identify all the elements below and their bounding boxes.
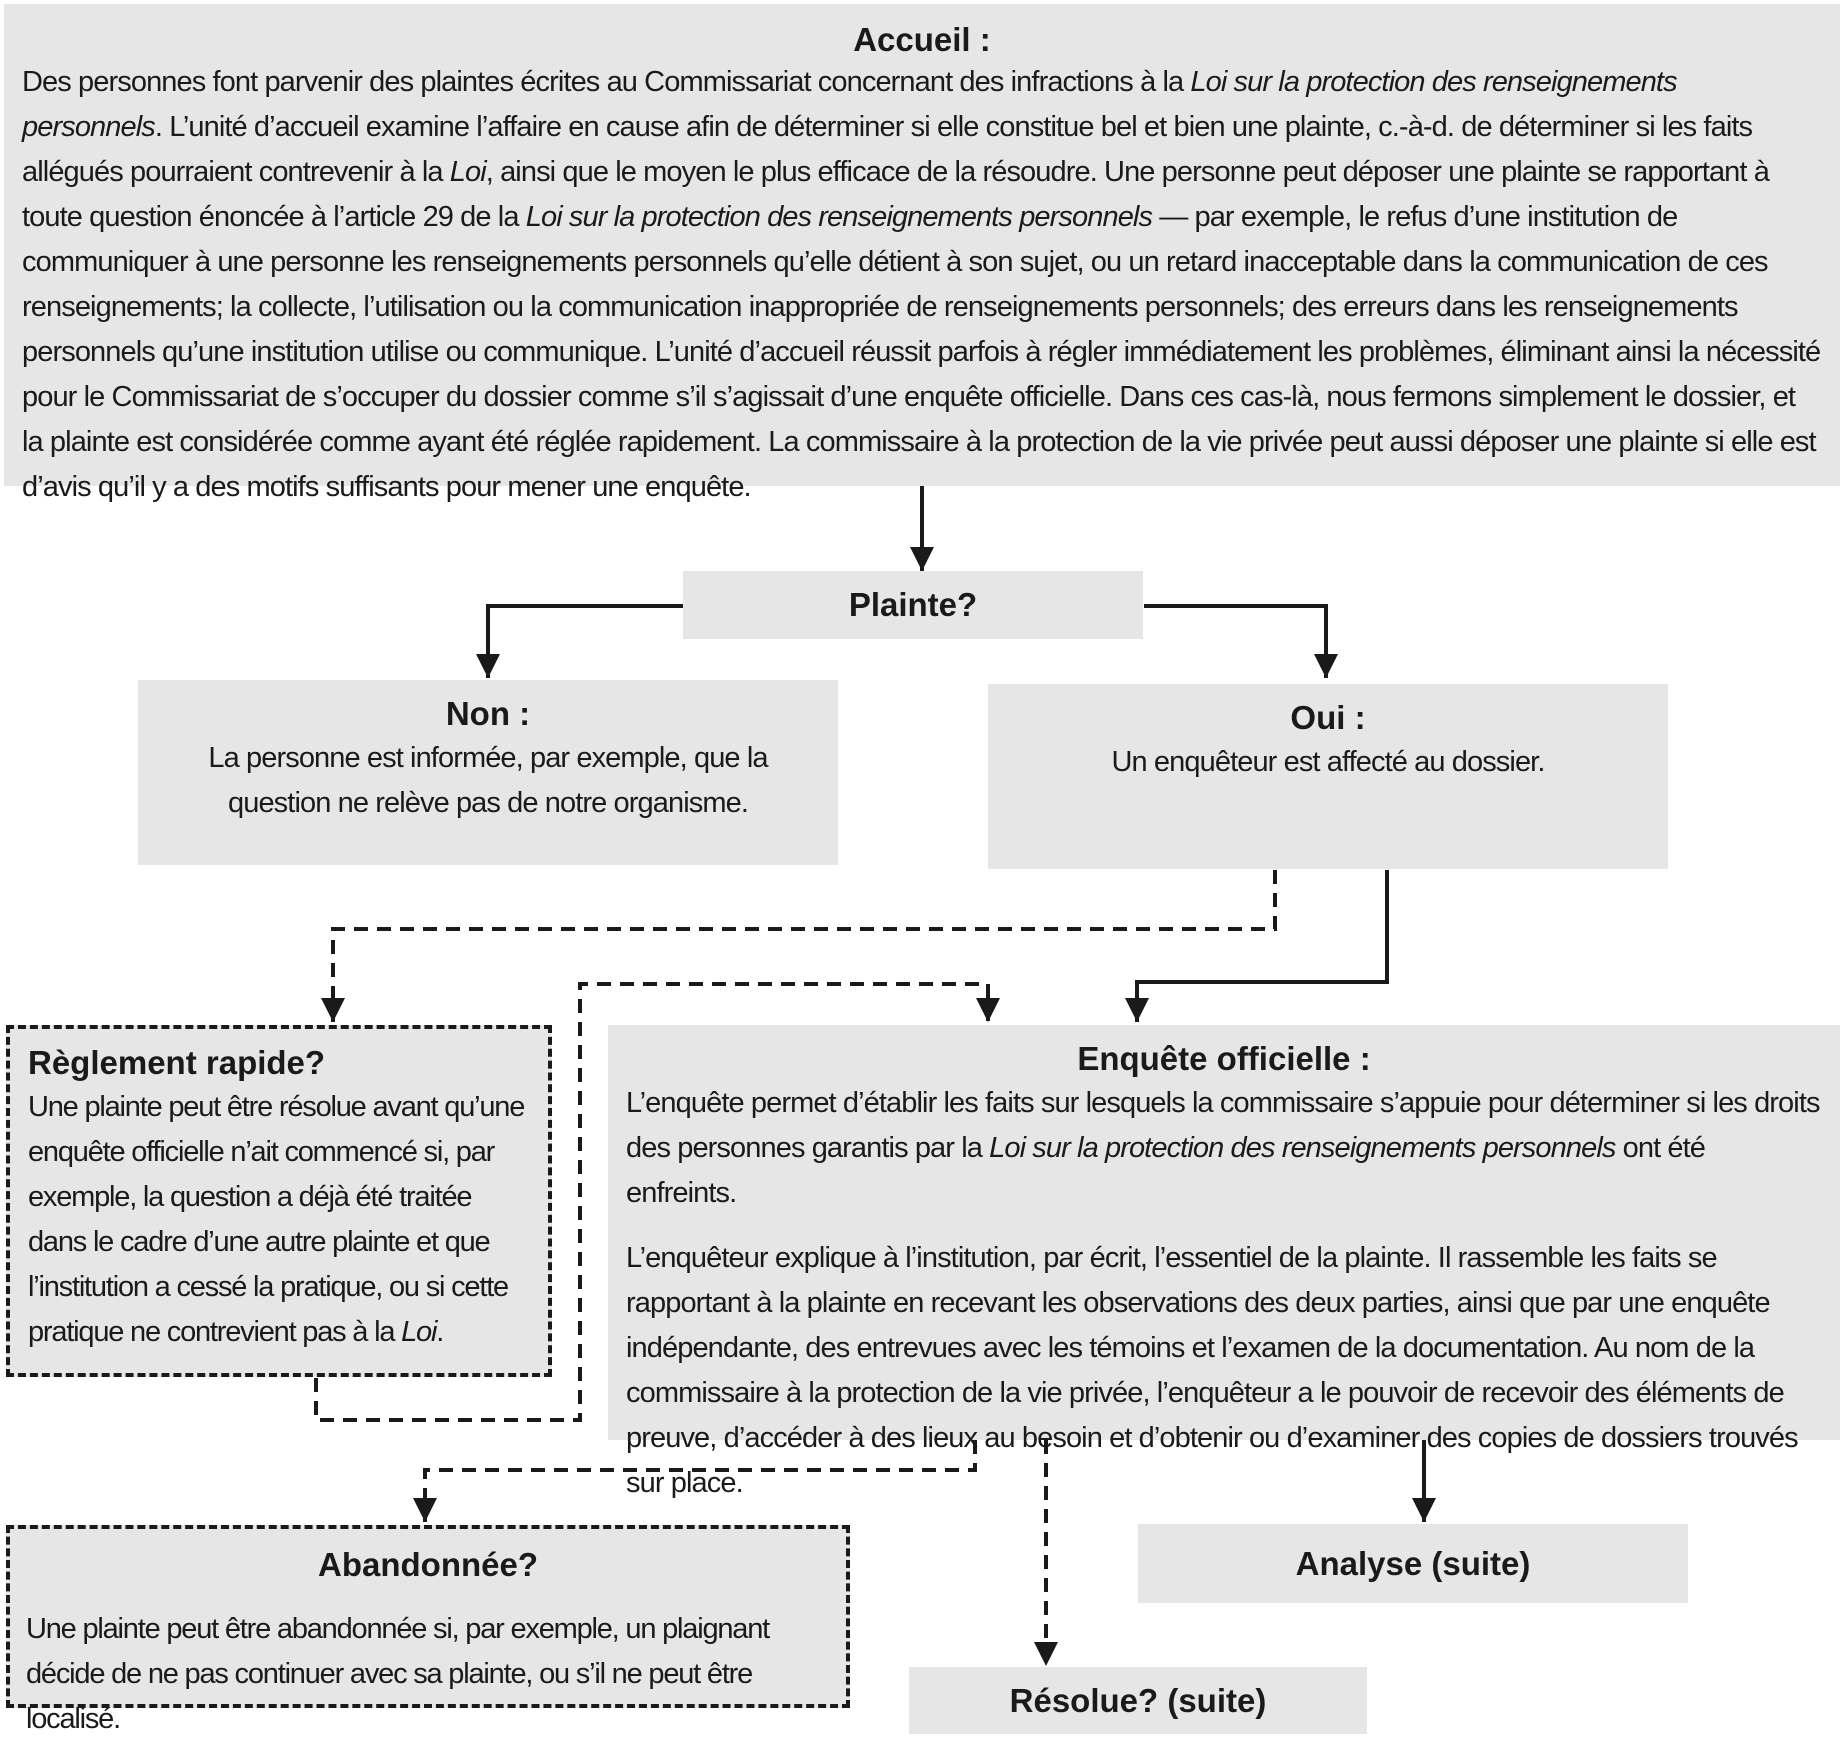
enquete-box: Enquête officielle : L’enquête permet d’… xyxy=(608,1025,1840,1499)
enquete-title: Enquête officielle : xyxy=(1077,1040,1371,1077)
oui-title: Oui : xyxy=(1290,699,1366,736)
non-title: Non : xyxy=(445,695,531,732)
abandonnee-box: Abandonnée? Une plainte peut être abando… xyxy=(6,1525,850,1735)
reglement-title: Règlement rapide? xyxy=(28,1044,326,1081)
enquete-text-1: L’enquête permet d’établir les faits sur… xyxy=(626,1087,1820,1209)
oui-box: Oui : Un enquêteur est affecté au dossie… xyxy=(988,684,1668,869)
non-text: La personne est informée, par exemple, q… xyxy=(208,742,768,819)
reglement-box: Règlement rapide? Une plainte peut être … xyxy=(6,1025,552,1377)
plainte-title: Plainte? xyxy=(848,586,978,623)
abandonnee-text: Une plainte peut être abandonnée si, par… xyxy=(26,1613,770,1735)
arrow-plainte-to-oui xyxy=(1144,604,1338,678)
accueil-title: Accueil : xyxy=(853,21,991,58)
dashed-arrow-oui-to-reglement xyxy=(321,870,1277,1022)
non-box: Non : La personne est informée, par exem… xyxy=(138,680,838,865)
analyse-box: Analyse (suite) xyxy=(1138,1524,1688,1603)
arrow-oui-to-enquete xyxy=(1125,870,1389,1022)
accueil-text: Des personnes font parvenir des plaintes… xyxy=(22,66,1821,503)
reglement-text: Une plainte peut être résolue avant qu’u… xyxy=(28,1091,525,1348)
dashed-arrow-enquete-to-abandonnee xyxy=(413,1440,977,1522)
abandonnee-title: Abandonnée? xyxy=(318,1546,538,1583)
resolue-title: Résolue? (suite) xyxy=(1009,1681,1267,1719)
dashed-arrow-reglement-to-enquete xyxy=(314,982,1000,1422)
arrow-plainte-to-non xyxy=(476,604,683,678)
analyse-title: Analyse (suite) xyxy=(1295,1544,1531,1582)
resolue-box: Résolue? (suite) xyxy=(909,1667,1367,1734)
enquete-text-2: L’enquêteur explique à l’institution, pa… xyxy=(626,1242,1799,1499)
oui-text: Un enquêteur est affecté au dossier. xyxy=(1111,746,1546,778)
accueil-box: Accueil : Des personnes font parvenir de… xyxy=(4,4,1840,503)
plainte-box: Plainte? xyxy=(683,571,1143,639)
